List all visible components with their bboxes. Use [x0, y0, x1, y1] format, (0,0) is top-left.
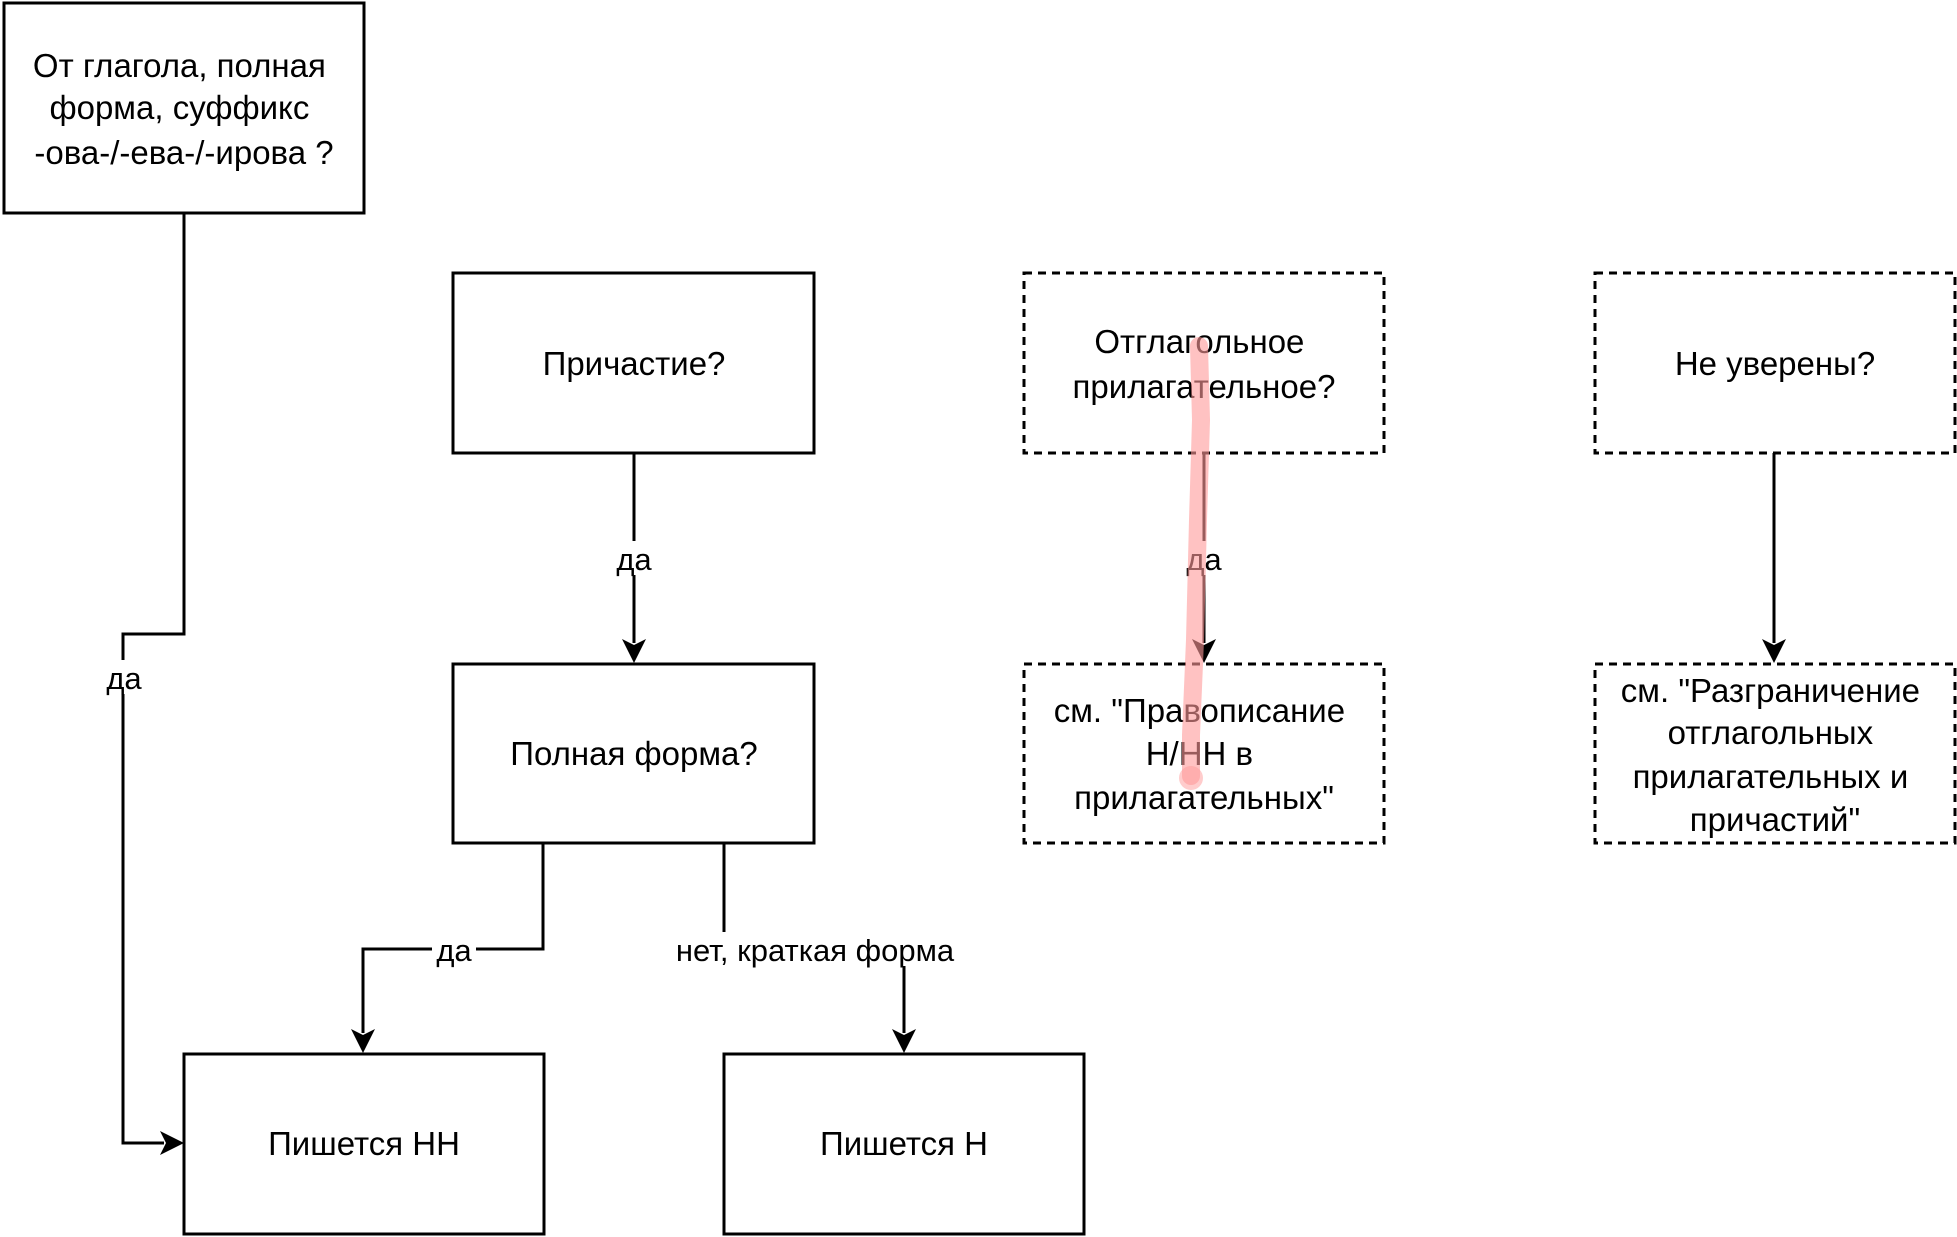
svg-text:Причастие?: Причастие? [543, 345, 726, 382]
edge-label-participle-to-full: да [616, 542, 652, 577]
node-see-distinction-line: прилагательных и [1633, 758, 1909, 795]
node-verb-check-line: От глагола, полная [33, 47, 326, 84]
node-participle-line: Причастие? [543, 345, 726, 382]
node-see-adjectives[interactable]: см. "Правописание Н/НН в прилагательных" [1022, 662, 1386, 845]
node-write-n[interactable]: Пишется Н [722, 1052, 1086, 1236]
node-verb-check-line: форма, суффикс [49, 89, 309, 126]
svg-text:см. "Разграничение отгла: см. "Разграничение отглагольных прилагат… [1621, 672, 1929, 838]
node-see-distinction[interactable]: см. "Разграничение отглагольных прилагат… [1593, 662, 1957, 845]
edge-label-full-to-nn: да [436, 933, 472, 968]
node-full-form[interactable]: Полная форма? [451, 662, 816, 845]
node-not-sure[interactable]: Не уверены? [1593, 271, 1957, 455]
node-see-distinction-line: причастий" [1690, 801, 1860, 838]
node-see-distinction-line: отглагольных [1668, 714, 1874, 751]
node-write-n-line: Пишется Н [820, 1125, 988, 1162]
svg-text:Не уверены?: Не уверены? [1675, 345, 1875, 382]
node-not-sure-line: Не уверены? [1675, 345, 1875, 382]
node-write-nn[interactable]: Пишется НН [182, 1052, 546, 1236]
edge-full-to-n: нет, краткая форма [666, 843, 964, 1053]
node-verb-check[interactable]: От глагола, полная форма, суффикс -ова-/… [2, 1, 366, 215]
node-see-distinction-line: см. "Разграничение [1621, 672, 1920, 709]
svg-text:Пишется НН: Пишется НН [268, 1125, 460, 1162]
svg-text:От глагола, полная форма: От глагола, полная форма, суффикс -ова-/… [33, 47, 335, 171]
svg-text:Пишется Н: Пишется Н [820, 1125, 988, 1162]
node-see-adjectives-line: прилагательных" [1074, 779, 1334, 816]
node-verb-check-line: -ова-/-ева-/-ирова ? [34, 134, 333, 171]
highlight-stroke [1179, 337, 1210, 790]
node-participle[interactable]: Причастие? [451, 271, 816, 455]
node-full-form-line: Полная форма? [510, 735, 757, 772]
svg-text:Полная форма?: Полная форма? [510, 735, 757, 772]
edge-participle-to-full: да [612, 453, 656, 663]
edge-full-to-nn: да [351, 843, 545, 1053]
edge-label-full-to-n: нет, краткая форма [676, 933, 955, 968]
edge-verb-to-nn: да [102, 213, 186, 1155]
edge-notsure-to-see [1762, 453, 1786, 663]
edge-label-verb-to-nn: да [106, 661, 142, 696]
node-write-nn-line: Пишется НН [268, 1125, 460, 1162]
